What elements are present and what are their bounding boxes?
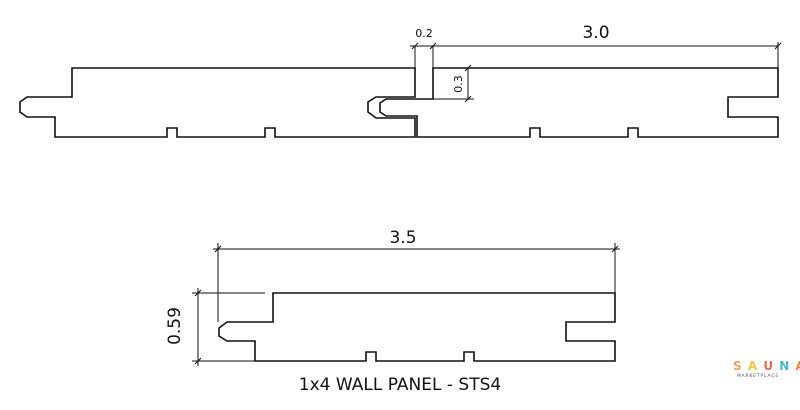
sauna-marketplace-logo: S A U N A MARKETPLACE (733, 359, 800, 379)
drawing-caption: 1x4 WALL PANEL - STS4 (299, 375, 501, 395)
total-width-label: 3.5 (389, 228, 416, 248)
logo-letter-3: U (763, 359, 774, 373)
assembly-view (19, 67, 779, 138)
logo-letter-2: A (748, 359, 758, 373)
gap-dimension: 0.2 (410, 27, 438, 68)
gap-label: 0.2 (415, 27, 433, 40)
face-width-label: 3.0 (582, 23, 609, 43)
thickness-dimension: 0.59 (165, 288, 265, 366)
logo-letter-1: S (733, 359, 743, 373)
face-width-dimension: 3.0 (433, 23, 782, 68)
logo-letter-4: N (779, 359, 790, 373)
tongue-height-dimension: 0.3 (433, 64, 474, 103)
thickness-label: 0.59 (165, 307, 185, 345)
single-panel-profile (218, 292, 616, 362)
svg-text:S A U N: S A U N A (733, 359, 800, 373)
logo-letter-5: A (796, 359, 800, 373)
total-width-dimension: 3.5 (213, 228, 620, 322)
tongue-height-label: 0.3 (452, 75, 465, 93)
left-panel-profile (19, 67, 416, 138)
right-panel-profile (379, 67, 779, 138)
logo-subtitle: MARKETPLACE (737, 373, 779, 379)
